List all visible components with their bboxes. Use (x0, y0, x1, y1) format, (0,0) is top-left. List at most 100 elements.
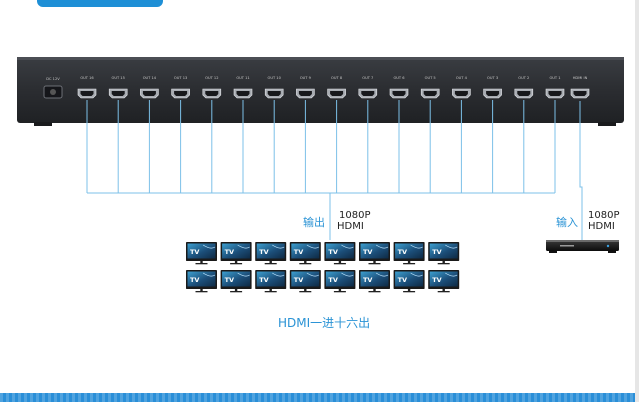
tv-icon: TV (428, 270, 460, 293)
tv-icon: TV (255, 242, 287, 265)
tv-screen-wave (445, 272, 458, 277)
port-label: OUT 2 (518, 76, 529, 80)
tv-screen-wave (272, 272, 285, 277)
tv-icon: TV (359, 270, 390, 293)
tv-screen (222, 243, 251, 259)
tv-stand-neck (269, 289, 272, 291)
port-label: OUT 11 (236, 76, 249, 80)
hdmi-output-port: OUT 2 (514, 76, 534, 99)
tv-stand-neck (269, 261, 272, 263)
port-label: OUT 14 (143, 76, 157, 80)
tv-stand-neck (407, 289, 411, 291)
hdmi-port-slot (80, 91, 94, 96)
hdmi-output-port: OUT 1 (545, 76, 565, 99)
tv-icon: TV (359, 242, 390, 265)
input-spec-line1: 1080P (588, 210, 620, 221)
hdmi-output-port: OUT 8 (327, 76, 346, 99)
tv-label: TV (328, 276, 337, 284)
port-label: OUT 15 (112, 76, 125, 80)
tv-label: TV (259, 248, 268, 256)
tv-screen-wave (410, 272, 423, 277)
output-spec-line1: 1080P (339, 210, 371, 221)
hdmi-port-slot (330, 91, 344, 96)
power-label: DC 12V (46, 77, 60, 81)
tv-stand-base (264, 291, 277, 293)
hdmi-port-slot (174, 91, 188, 96)
tv-stand-base (230, 263, 243, 265)
tv-stand-base (230, 291, 243, 293)
tv-icon: TV (393, 242, 425, 265)
dc-jack-hole-icon (50, 89, 56, 95)
hdmi-output-port: OUT 15 (108, 76, 128, 99)
bottom-band (0, 393, 639, 402)
media-player-icon (546, 240, 619, 253)
tv-stand-base (264, 263, 277, 265)
tv-stand-neck (442, 261, 445, 263)
tv-stand-neck (200, 289, 203, 291)
tv-label: TV (363, 276, 372, 284)
splitter-body (17, 57, 624, 123)
tv-label: TV (398, 276, 407, 284)
tv-screen (291, 243, 320, 259)
port-label: OUT 3 (487, 76, 498, 80)
tv-screen-wave (237, 244, 250, 249)
hdmi-port-slot (205, 91, 219, 96)
hdmi-port-slot (361, 91, 375, 96)
output-label: 输出 (303, 216, 325, 229)
tv-screen (256, 243, 285, 259)
tv-stand-base (299, 263, 312, 265)
tv-screen-wave (306, 272, 320, 277)
port-label: HDMI IN (573, 76, 588, 80)
tv-stand-base (403, 263, 416, 265)
output-wiring (86, 100, 556, 240)
tv-icon: TV (289, 242, 321, 265)
hdmi-port-slot (236, 91, 250, 96)
tv-screen-wave (341, 272, 354, 277)
hdmi-output-port: OUT 6 (389, 76, 409, 99)
tv-label: TV (259, 276, 268, 284)
tv-stand-base (437, 263, 450, 265)
tv-screen-wave (237, 272, 250, 277)
tv-stand-base (368, 291, 381, 293)
tv-label: TV (328, 248, 337, 256)
tv-icon: TV (186, 242, 217, 265)
tv-screen (429, 271, 458, 287)
port-label: OUT 6 (393, 76, 405, 80)
tv-label: TV (363, 248, 372, 256)
tv-screen-wave (410, 244, 423, 249)
tv-screen (395, 243, 424, 259)
splitter-right-foot (598, 122, 616, 126)
hdmi-output-port: OUT 3 (483, 76, 502, 99)
tv-stand-base (368, 263, 381, 265)
tv-icon: TV (220, 242, 252, 265)
tv-icon: TV (186, 270, 217, 293)
tv-screen (325, 271, 354, 287)
tv-screen-wave (375, 244, 389, 249)
tv-screen (360, 243, 389, 259)
hdmi-port-slot (111, 91, 125, 96)
hdmi-output-port: OUT 4 (452, 76, 471, 99)
diagram-caption: HDMI一进十六出 (278, 316, 371, 330)
port-label: OUT 5 (425, 76, 436, 80)
tv-icon: TV (324, 242, 356, 265)
tv-label: TV (398, 248, 407, 256)
hdmi-port-slot (548, 91, 562, 96)
tv-stand-base (333, 291, 346, 293)
input-label: 输入 (556, 216, 578, 229)
tv-label: TV (190, 248, 199, 256)
input-wire (579, 101, 583, 240)
page-right-edge (635, 0, 639, 402)
tv-icon: TV (289, 270, 321, 293)
port-label: OUT 10 (268, 76, 282, 80)
hdmi-output-port: OUT 11 (233, 76, 253, 99)
tv-screen (222, 271, 251, 287)
tv-screen-wave (341, 244, 354, 249)
tv-label: TV (432, 276, 441, 284)
tv-stand-neck (234, 261, 238, 263)
hdmi-port-slot (423, 91, 437, 96)
input-spec-line2: HDMI (588, 221, 615, 232)
hdmi-port-slot (298, 91, 312, 96)
tv-stand-neck (200, 261, 203, 263)
tv-stand-base (195, 263, 208, 265)
